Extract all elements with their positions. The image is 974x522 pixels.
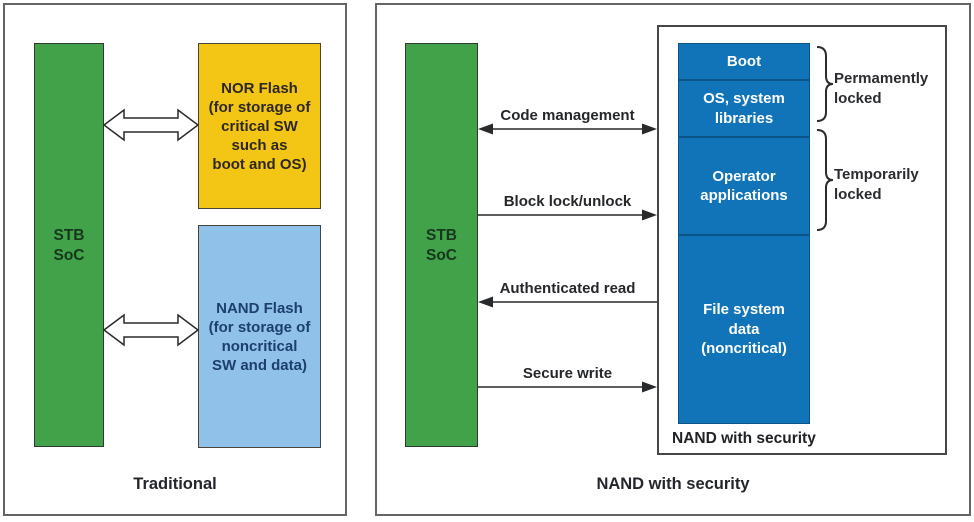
brace-label-temporarily-locked: Temporarily locked	[834, 166, 919, 203]
segment-file-system-data: File system data (noncritical)	[678, 235, 810, 424]
stb-soc-label: STB SoC	[426, 227, 457, 264]
arrow-secure-write	[478, 381, 657, 393]
arrow-label-code-management: Code management	[500, 107, 635, 124]
arrow-label-block-lock-unlock: Block lock/unlock	[503, 193, 632, 210]
caption-nand-with-security: NAND with security	[596, 475, 750, 493]
segment-boot-label: Boot	[726, 52, 762, 70]
caption-traditional: Traditional	[133, 475, 217, 493]
nand-flash-label: NAND Flash (for storage of noncritical S…	[208, 299, 311, 374]
nand-flash-box: NAND Flash (for storage of noncritical S…	[198, 225, 321, 448]
brace-permanently-locked	[816, 46, 834, 122]
bidirectional-arrow-nor	[102, 108, 200, 142]
panel-traditional: STB SoC NOR Flash (for storage of critic…	[3, 3, 347, 516]
arrow-code-management	[478, 123, 657, 135]
arrow-block-lock-unlock	[478, 209, 657, 221]
stb-soc-label: STB SoC	[53, 227, 85, 264]
stb-soc-box: STB SoC	[405, 43, 478, 447]
nor-flash-box: NOR Flash (for storage of critical SW su…	[198, 43, 321, 209]
segment-operator-label: Operator applications	[700, 167, 788, 205]
stb-soc-box: STB SoC	[34, 43, 104, 447]
segment-operator-applications: Operator applications	[678, 137, 810, 235]
panel-nand-with-security: STB SoC Boot OS, system libraries Operat…	[375, 3, 971, 516]
segment-os-label: OS, system libraries	[703, 90, 785, 127]
bidirectional-arrow-nand	[102, 313, 200, 347]
segment-boot: Boot	[678, 43, 810, 80]
arrow-label-authenticated-read: Authenticated read	[499, 280, 636, 297]
nand-security-container-label: NAND with security	[672, 430, 816, 447]
nor-flash-label: NOR Flash (for storage of critical SW su…	[208, 79, 311, 173]
brace-temporarily-locked	[816, 129, 834, 231]
arrow-label-secure-write: Secure write	[522, 365, 613, 382]
brace-label-permanently-locked: Permamently locked	[834, 70, 929, 107]
traditional-arrows-layer	[102, 108, 200, 347]
arrow-authenticated-read	[478, 296, 657, 308]
secure-arrows-layer	[478, 46, 834, 393]
segment-filesystem-label: File system data (noncritical)	[701, 301, 787, 358]
segment-os-system-libraries: OS, system libraries	[678, 80, 810, 137]
